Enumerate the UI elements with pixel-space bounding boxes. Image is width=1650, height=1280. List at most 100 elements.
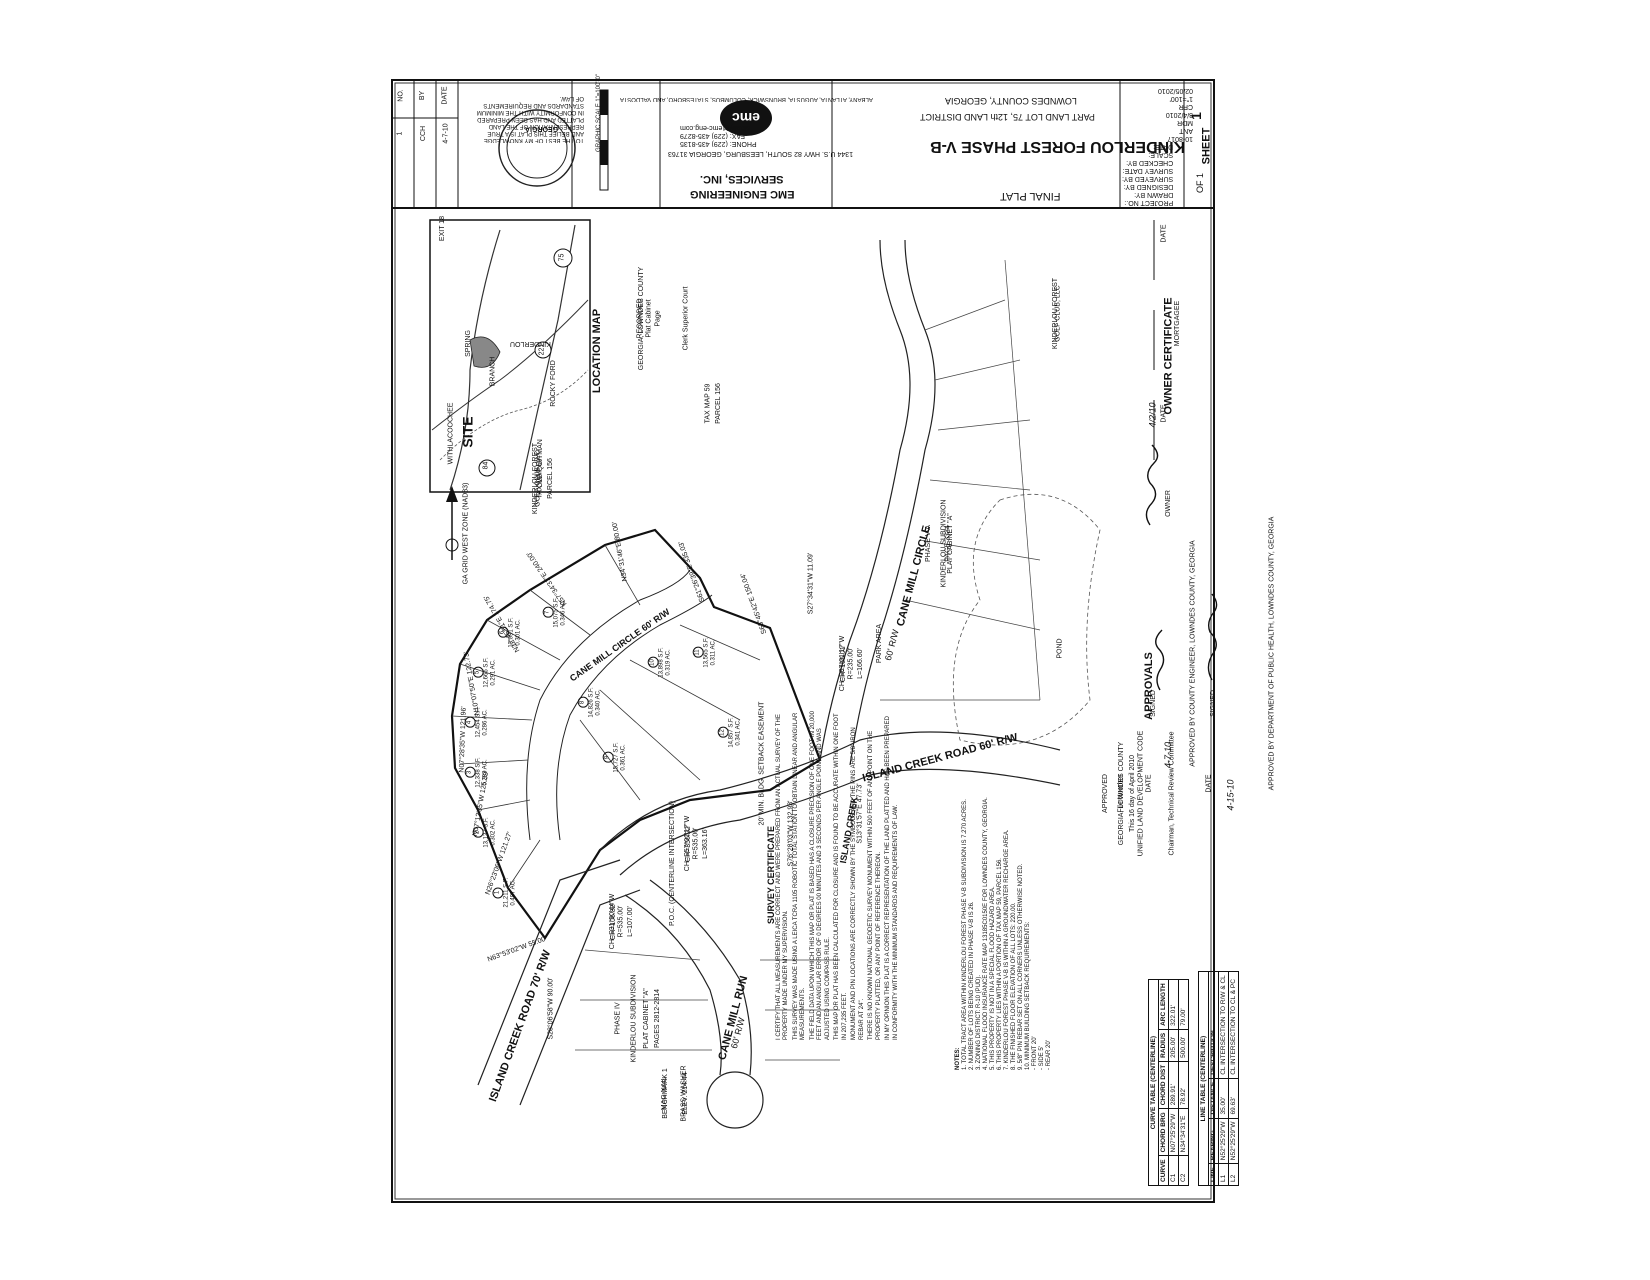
route-84-label: 84 <box>482 461 490 470</box>
lot-area-ac: 0.340 AC. <box>595 689 602 716</box>
lot-area-sf: 13,091 S.F. <box>508 617 515 648</box>
engineer-email: albany@emc-eng.com <box>680 124 751 131</box>
kinderlou-label: KINDERLOU <box>510 340 551 347</box>
setback-note: 20' MIN. BLDG. SETBACK EASEMENT <box>758 701 766 826</box>
island-creek-road-60-south-rw <box>619 768 1061 876</box>
lot-area-ac: 0.286 AC. <box>482 709 489 736</box>
lot-area-sf: 15,075 S.F. <box>553 597 560 628</box>
park-label: PARK AREA <box>876 623 884 664</box>
cane-mill-run-west-rw <box>624 894 722 1076</box>
lot-number: 8 <box>577 697 589 709</box>
lot-number: 4 <box>464 717 476 729</box>
plat-type: FINAL PLAT <box>1000 190 1061 202</box>
land-lot: PART LAND LOT 75, 12th LAND DISTRICT <box>920 112 1095 122</box>
lot-area-sf: 13,898 S.F. <box>658 647 665 678</box>
engineer-fax: FAX: (229) 435-8279 <box>680 132 745 139</box>
owner-signature-lines <box>1153 220 1155 460</box>
lot-number: 10 <box>647 657 659 669</box>
engineer-offices: ALBANY, ATLANTA, AUGUSTA, BRUNSWICK, COL… <box>620 96 873 102</box>
inner-border <box>394 82 1212 1200</box>
tie-note: P.O.C. (CENTERLINE INTERSECTION) <box>669 800 677 927</box>
surveyor-seal <box>498 109 576 187</box>
table-cell: CL INTERSECTION TO R/W & CL <box>1218 971 1229 1079</box>
interstate-75-icon <box>553 248 573 268</box>
north-arrow-text: GA GRID WEST ZONE (NAD83) <box>462 482 470 585</box>
call-s28: S28°06'58"W 90.00' <box>547 977 555 1040</box>
surveyor-disclaimer: TO THE BEST OF MY KNOWLEDGE AND BELIEF T… <box>476 95 584 143</box>
pond-label: POND <box>1056 638 1064 659</box>
lot-area-sf: 15,727 S.F. <box>613 742 620 773</box>
cane-mill-circle-inner-west <box>526 569 691 841</box>
lot-number: 2 <box>472 827 484 839</box>
us-84-icon <box>478 459 496 477</box>
lot-area-ac: 0.311 AC. <box>710 639 717 666</box>
cane-mill-circle-west-rw <box>819 239 911 761</box>
table-cell: 69.63' <box>1228 1078 1239 1119</box>
survey-certificate-title: SURVEY CERTIFICATE <box>766 826 776 925</box>
owner-certificate-title: OWNER CERTIFICATE <box>1162 297 1175 415</box>
lot-area-sf: 14,826 S.F. <box>588 687 595 718</box>
withlacoochee-label: WITHLACOOCHEE <box>447 402 455 465</box>
county: LOWNDES COUNTY, GEORGIA <box>945 96 1077 106</box>
island-creek-road-70-right-rw <box>519 889 641 1106</box>
route-75-label: 75 <box>558 253 566 262</box>
lot-number: 1 <box>492 887 504 899</box>
exit-label: EXIT 18 <box>439 215 447 242</box>
phase-iv-lot-lines <box>575 949 840 1061</box>
island-creek-road-60-north-rw <box>599 731 1061 851</box>
table-cell: 35.00' <box>1218 1078 1229 1119</box>
rev-date: 4-7-10 <box>442 123 450 144</box>
lot-area-sf: 14,857 S.F. <box>728 717 735 748</box>
lot-number: 9 <box>602 752 614 764</box>
owner-date-label: DATE <box>1160 404 1168 423</box>
tax-map-label: TAX MAP 59 <box>704 383 712 424</box>
lot-area-sf: 12,454 S.F. <box>475 707 482 738</box>
mortgagee-date-label: DATE <box>1160 224 1168 243</box>
lot-area-ac: 0.302 AC. <box>490 819 497 846</box>
lot-number: 12 <box>717 727 729 739</box>
engineer-name-1: EMC ENGINEERING <box>690 188 795 200</box>
notes: NOTES: 1. TOTAL TRACT AREA WITHIN KINDER… <box>955 797 1052 1070</box>
lot-number: 5 <box>472 667 484 679</box>
lot-number: 6 <box>497 627 509 639</box>
lot-area-sf: 13,565 S.F. <box>703 637 710 668</box>
lot-lines <box>451 544 761 889</box>
graphic-scale-text: GRAPHIC SCALE 1"=100'-0" <box>595 74 602 152</box>
rev-header-by: BY <box>419 90 427 101</box>
survey-certificate-text: SURVEY CERTIFICATE I CERTIFY THAT ALL ME… <box>766 711 899 1040</box>
lot-area-sf: 21,211 S.F. <box>503 877 510 908</box>
pond-outline <box>952 493 1101 746</box>
recording-stamp: GEORGIA, LOWNDES COUNTY RECORDED Plat Ca… <box>636 266 690 371</box>
table-cell: L1 <box>1218 1163 1229 1186</box>
svg-text:emc: emc <box>732 110 760 126</box>
parcel-label: PARCEL 156 <box>714 383 722 424</box>
health-signature <box>1207 593 1218 681</box>
lot-area-ac: 0.291 AC. <box>490 659 497 686</box>
lot-area-ac: 0.487 AC. <box>510 879 517 906</box>
lot-number: 3 <box>464 767 476 779</box>
lot-area-sf: 12,666 S.F. <box>483 657 490 688</box>
engineer-phone: PHONE: (229) 435-8135 <box>680 140 757 147</box>
lot-area-ac: 0.341 AC. <box>735 719 742 746</box>
rocky-ford-label: ROCKY FORD <box>549 360 557 407</box>
table-cell: N52°25'29"W <box>1218 1118 1229 1164</box>
table-cell: N52°25'29"W <box>1228 1118 1239 1164</box>
health-approval: APPROVED BY DEPARTMENT OF PUBLIC HEALTH,… <box>1268 516 1276 791</box>
spring-label: SPRING <box>464 330 472 357</box>
lot-area-ac: 0.283 AC. <box>482 759 489 786</box>
lot-area-ac: 0.361 AC. <box>620 744 627 771</box>
north-arrow-icon <box>445 486 459 560</box>
lot-area-ac: 0.301 AC. <box>515 619 522 646</box>
